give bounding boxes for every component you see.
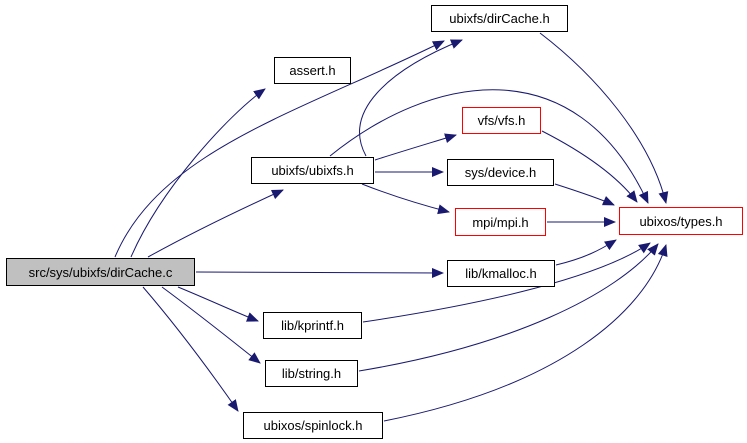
node-sys-device-h[interactable]: sys/device.h [447,159,554,186]
edge-dircache-c-to-kmalloc-h [195,267,444,278]
edge-ubixfs-h-to-mpi-h [361,183,450,215]
edge-ubixfs-h-to-dircache-h [359,39,463,157]
edge-kmalloc-h-to-types-h [555,239,617,266]
node-assert-h[interactable]: assert.h [274,57,351,84]
node-ubixos-types-h[interactable]: ubixos/types.h [619,207,743,235]
edge-ubixfs-h-to-vfs-h [374,133,457,161]
edge-dircache-c-to-assert-h [130,88,266,258]
edge-dircache-c-to-dircache-h [114,40,445,258]
edge-dircache-c-to-ubixfs-h [147,189,284,258]
edge-dircache-c-to-spinlock-h [142,286,239,412]
edge-spinlock-h-to-types-h [383,244,668,422]
node-lib-kprintf-h[interactable]: lib/kprintf.h [263,312,362,339]
node-vfs-vfs-h[interactable]: vfs/vfs.h [462,107,541,134]
node-ubixfs-ubixfs-h[interactable]: ubixfs/ubixfs.h [251,157,374,184]
edge-vfs-h-to-types-h [541,130,638,203]
edge-kprintf-h-to-types-h [362,242,651,323]
edge-device-h-to-types-h [554,183,615,206]
node-ubixfs-dircache-h[interactable]: ubixfs/dirCache.h [431,5,568,32]
edge-dircache-c-to-string-h [161,286,261,364]
node-lib-string-h[interactable]: lib/string.h [265,360,358,387]
node-mpi-mpi-h[interactable]: mpi/mpi.h [455,208,546,236]
edge-dircache-c-to-kprintf-h [177,286,259,322]
node-ubixos-spinlock-h[interactable]: ubixos/spinlock.h [243,412,383,439]
node-lib-kmalloc-h[interactable]: lib/kmalloc.h [447,260,555,287]
edge-ubixfs-h-to-types-h [329,89,649,204]
edge-dircache-h-to-types-h [539,32,669,204]
edge-string-h-to-types-h [358,243,659,372]
node-src-sys-ubixfs-dircache-c[interactable]: src/sys/ubixfs/dirCache.c [6,258,195,286]
